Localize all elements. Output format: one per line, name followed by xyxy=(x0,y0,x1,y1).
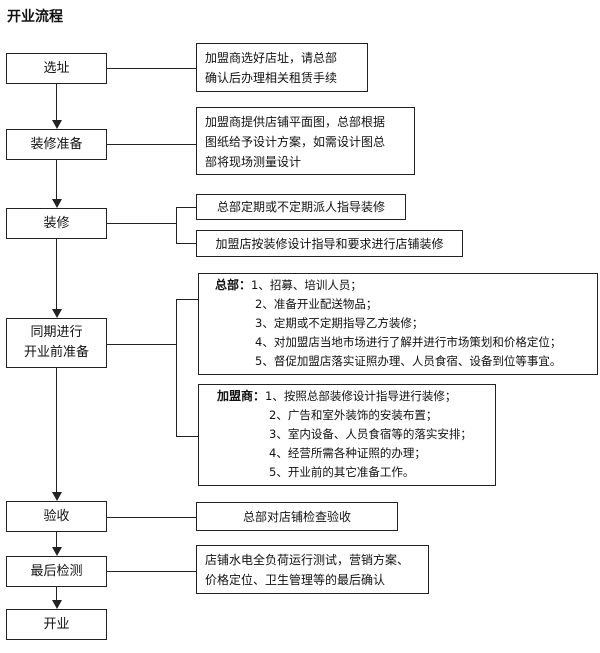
step-acceptance: 验收 xyxy=(6,501,107,532)
note-hq-guidance: 总部定期或不定期派人指导装修 xyxy=(196,194,406,220)
step-renovation: 装修 xyxy=(6,208,107,239)
franchisee-item: 1、按照总部装修设计指导进行装修； xyxy=(265,389,457,403)
note-final-check: 店铺水电全负荷运行测试，营销方案、 价格定位、卫生管理等的最后确认 xyxy=(196,545,429,594)
step-label: 装修准备 xyxy=(30,136,83,152)
note-line: 价格定位、卫生管理等的最后确认 xyxy=(205,573,386,587)
bracket-line xyxy=(176,207,177,244)
connector-line xyxy=(107,68,196,69)
hq-item: 2、准备开业配送物品； xyxy=(255,297,378,311)
note-line: 店铺水电全负荷运行测试，营销方案、 xyxy=(205,553,410,567)
hq-row: 5、督促加盟店落实证照办理、人员食宿、设备到位等事宜。 xyxy=(203,352,593,371)
note-site-selection: 加盟商选好店址，请总部 确认后办理相关租赁手续 xyxy=(196,43,368,92)
step-label: 最后检测 xyxy=(30,563,83,579)
step-label: 选址 xyxy=(43,60,70,76)
connector-line xyxy=(176,436,198,437)
hq-row: 3、定期或不定期指导乙方装修； xyxy=(203,314,593,333)
bracket-line xyxy=(176,299,177,437)
arrow-head xyxy=(52,199,62,208)
hq-row: 2、准备开业配送物品； xyxy=(203,295,593,314)
franchisee-item: 2、广告和室外装饰的安装布置； xyxy=(269,408,438,422)
franchisee-item: 3、室内设备、人员食宿等的落实安排； xyxy=(269,427,472,441)
arrow-head xyxy=(52,600,62,609)
connector-line xyxy=(107,223,176,224)
note-line: 部将现场测量设计 xyxy=(205,155,302,169)
step-final-check: 最后检测 xyxy=(6,556,107,587)
note-line: 确认后办理相关租赁手续 xyxy=(205,71,338,85)
note-acceptance: 总部对店铺检查验收 xyxy=(196,502,398,531)
connector-line xyxy=(107,571,196,572)
arrow-line xyxy=(56,532,57,547)
step-label: 装修 xyxy=(43,215,70,231)
arrow-head xyxy=(52,309,62,318)
step-pre-opening: 同期进行 开业前准备 xyxy=(6,318,107,368)
franchisee-row: 3、室内设备、人员食宿等的落实安排； xyxy=(203,425,491,444)
step-label: 开业 xyxy=(43,616,70,632)
connector-line xyxy=(176,243,196,244)
hq-item: 4、对加盟店当地市场进行了解并进行市场策划和价格定位； xyxy=(255,335,562,349)
connector-line xyxy=(176,207,196,208)
arrow-line xyxy=(56,84,57,120)
page-title: 开业流程 xyxy=(7,9,63,25)
arrow-line xyxy=(56,239,57,309)
franchisee-row-1: 加盟商：1、按照总部装修设计指导进行装修； xyxy=(203,387,491,406)
arrow-line xyxy=(56,587,57,600)
franchisee-label: 加盟商： xyxy=(217,389,266,403)
franchisee-row: 5、开业前的其它准备工作。 xyxy=(203,463,491,482)
arrow-line xyxy=(56,160,57,199)
hq-item: 3、定期或不定期指导乙方装修； xyxy=(255,316,424,330)
note-line: 总部对店铺检查验收 xyxy=(242,509,351,524)
arrow-head xyxy=(52,492,62,501)
hq-row-1: 总部：1、招募、培训人员； xyxy=(203,276,593,295)
note-line: 加盟商选好店址，请总部 xyxy=(205,51,338,65)
hq-label: 总部： xyxy=(215,278,252,292)
connector-line xyxy=(107,344,176,345)
franchisee-item: 4、经营所需各种证照的办理； xyxy=(269,446,426,460)
step-opening: 开业 xyxy=(6,609,107,640)
note-line: 加盟商提供店铺平面图，总部根据 xyxy=(205,115,386,129)
note-franchisee-renovation: 加盟店按装修设计指导和要求进行店铺装修 xyxy=(196,230,463,257)
arrow-head xyxy=(52,120,62,129)
step-site-selection: 选址 xyxy=(6,53,107,84)
franchisee-item: 5、开业前的其它准备工作。 xyxy=(269,465,415,479)
step-renovation-prep: 装修准备 xyxy=(6,129,107,160)
note-line: 总部定期或不定期派人指导装修 xyxy=(216,200,385,214)
step-label: 开业前准备 xyxy=(23,345,89,360)
connector-line xyxy=(176,299,198,300)
hq-task-list: 总部：1、招募、培训人员； 2、准备开业配送物品； 3、定期或不定期指导乙方装修… xyxy=(198,273,598,375)
note-line: 图纸给予设计方案，如需设计图总 xyxy=(205,135,386,149)
franchisee-row: 4、经营所需各种证照的办理； xyxy=(203,444,491,463)
note-renovation-prep: 加盟商提供店铺平面图，总部根据 图纸给予设计方案，如需设计图总 部将现场测量设计 xyxy=(196,107,415,175)
note-line: 加盟店按装修设计指导和要求进行店铺装修 xyxy=(215,236,444,251)
franchisee-task-list: 加盟商：1、按照总部装修设计指导进行装修； 2、广告和室外装饰的安装布置； 3、… xyxy=(198,384,496,486)
connector-line xyxy=(107,144,196,145)
arrow-line xyxy=(56,368,57,492)
hq-item: 1、招募、培训人员； xyxy=(251,278,362,292)
connector-line xyxy=(107,517,196,518)
step-label: 同期进行 xyxy=(30,325,83,340)
hq-item: 5、督促加盟店落实证照办理、人员食宿、设备到位等事宜。 xyxy=(255,354,562,368)
hq-row: 4、对加盟店当地市场进行了解并进行市场策划和价格定位； xyxy=(203,333,593,352)
step-label: 验收 xyxy=(43,508,70,524)
arrow-head xyxy=(52,547,62,556)
franchisee-row: 2、广告和室外装饰的安装布置； xyxy=(203,406,491,425)
